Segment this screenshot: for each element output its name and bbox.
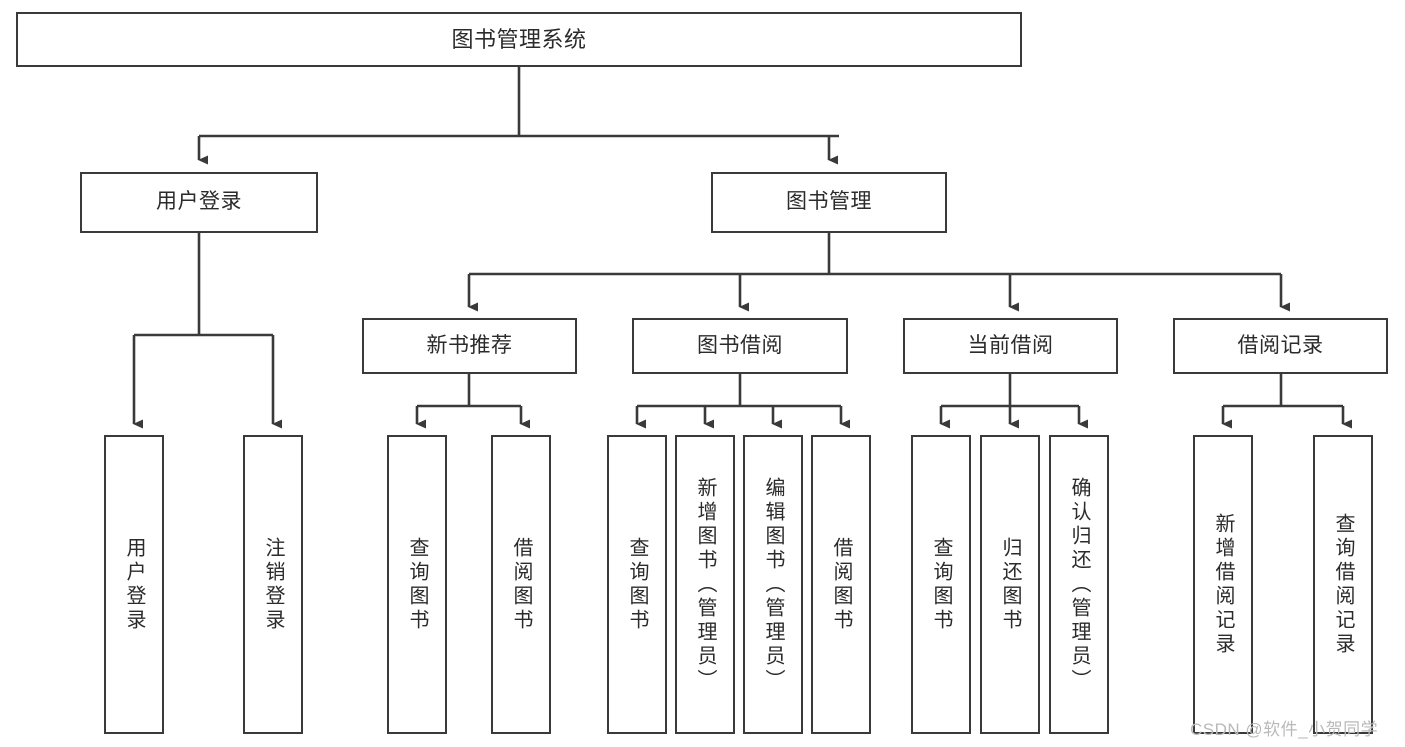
node-book-manage-label: 图书管理: [786, 190, 872, 214]
node-leaf-query-book-1-label: 查询图书: [406, 536, 428, 633]
node-leaf-logout-label: 注销登录: [262, 536, 284, 633]
node-leaf-query-book-1[interactable]: 查询图书: [387, 435, 447, 734]
node-borrow-record-label: 借阅记录: [1237, 333, 1324, 357]
node-book-borrow[interactable]: 图书借阅: [632, 318, 848, 374]
node-leaf-add-book[interactable]: 新增图书（管理员）: [675, 435, 735, 734]
node-leaf-add-record-label: 新增借阅记录: [1212, 512, 1234, 657]
node-leaf-query-book-2[interactable]: 查询图书: [607, 435, 667, 734]
node-leaf-edit-book-label: 编辑图书（管理员）: [762, 476, 784, 693]
node-leaf-user-login-label: 用户登录: [123, 536, 145, 633]
node-current-borrow-label: 当前借阅: [967, 333, 1054, 357]
node-root[interactable]: 图书管理系统: [16, 12, 1022, 67]
csdn-watermark: CSDN @软件_小贺同学: [1190, 720, 1379, 739]
node-leaf-query-book-2-label: 查询图书: [626, 536, 648, 633]
node-leaf-return-book-label: 归还图书: [999, 536, 1021, 633]
node-root-label: 图书管理系统: [451, 26, 587, 52]
node-user-login-label: 用户登录: [156, 190, 242, 214]
node-leaf-query-record-label: 查询借阅记录: [1332, 512, 1354, 657]
node-book-manage[interactable]: 图书管理: [711, 172, 947, 233]
node-leaf-logout[interactable]: 注销登录: [243, 435, 303, 734]
node-leaf-confirm-return-label: 确认归还（管理员）: [1068, 476, 1090, 693]
node-leaf-confirm-return[interactable]: 确认归还（管理员）: [1049, 435, 1109, 734]
node-leaf-add-book-label: 新增图书（管理员）: [694, 476, 716, 693]
node-leaf-borrow-book-2[interactable]: 借阅图书: [811, 435, 871, 734]
node-borrow-record[interactable]: 借阅记录: [1173, 318, 1388, 374]
node-current-borrow[interactable]: 当前借阅: [903, 318, 1118, 374]
node-leaf-query-book-3[interactable]: 查询图书: [911, 435, 971, 734]
node-leaf-user-login[interactable]: 用户登录: [104, 435, 164, 734]
node-book-borrow-label: 图书借阅: [697, 333, 783, 357]
node-new-book-recommend-label: 新书推荐: [426, 333, 513, 357]
node-user-login[interactable]: 用户登录: [80, 172, 318, 233]
node-leaf-add-record[interactable]: 新增借阅记录: [1193, 435, 1253, 734]
node-leaf-borrow-book-1-label: 借阅图书: [510, 536, 532, 633]
node-leaf-query-record[interactable]: 查询借阅记录: [1313, 435, 1373, 734]
node-leaf-borrow-book-1[interactable]: 借阅图书: [491, 435, 551, 734]
node-leaf-return-book[interactable]: 归还图书: [980, 435, 1040, 734]
node-new-book-recommend[interactable]: 新书推荐: [362, 318, 577, 374]
node-leaf-query-book-3-label: 查询图书: [930, 536, 952, 633]
node-leaf-edit-book[interactable]: 编辑图书（管理员）: [743, 435, 803, 734]
node-leaf-borrow-book-2-label: 借阅图书: [830, 536, 852, 633]
